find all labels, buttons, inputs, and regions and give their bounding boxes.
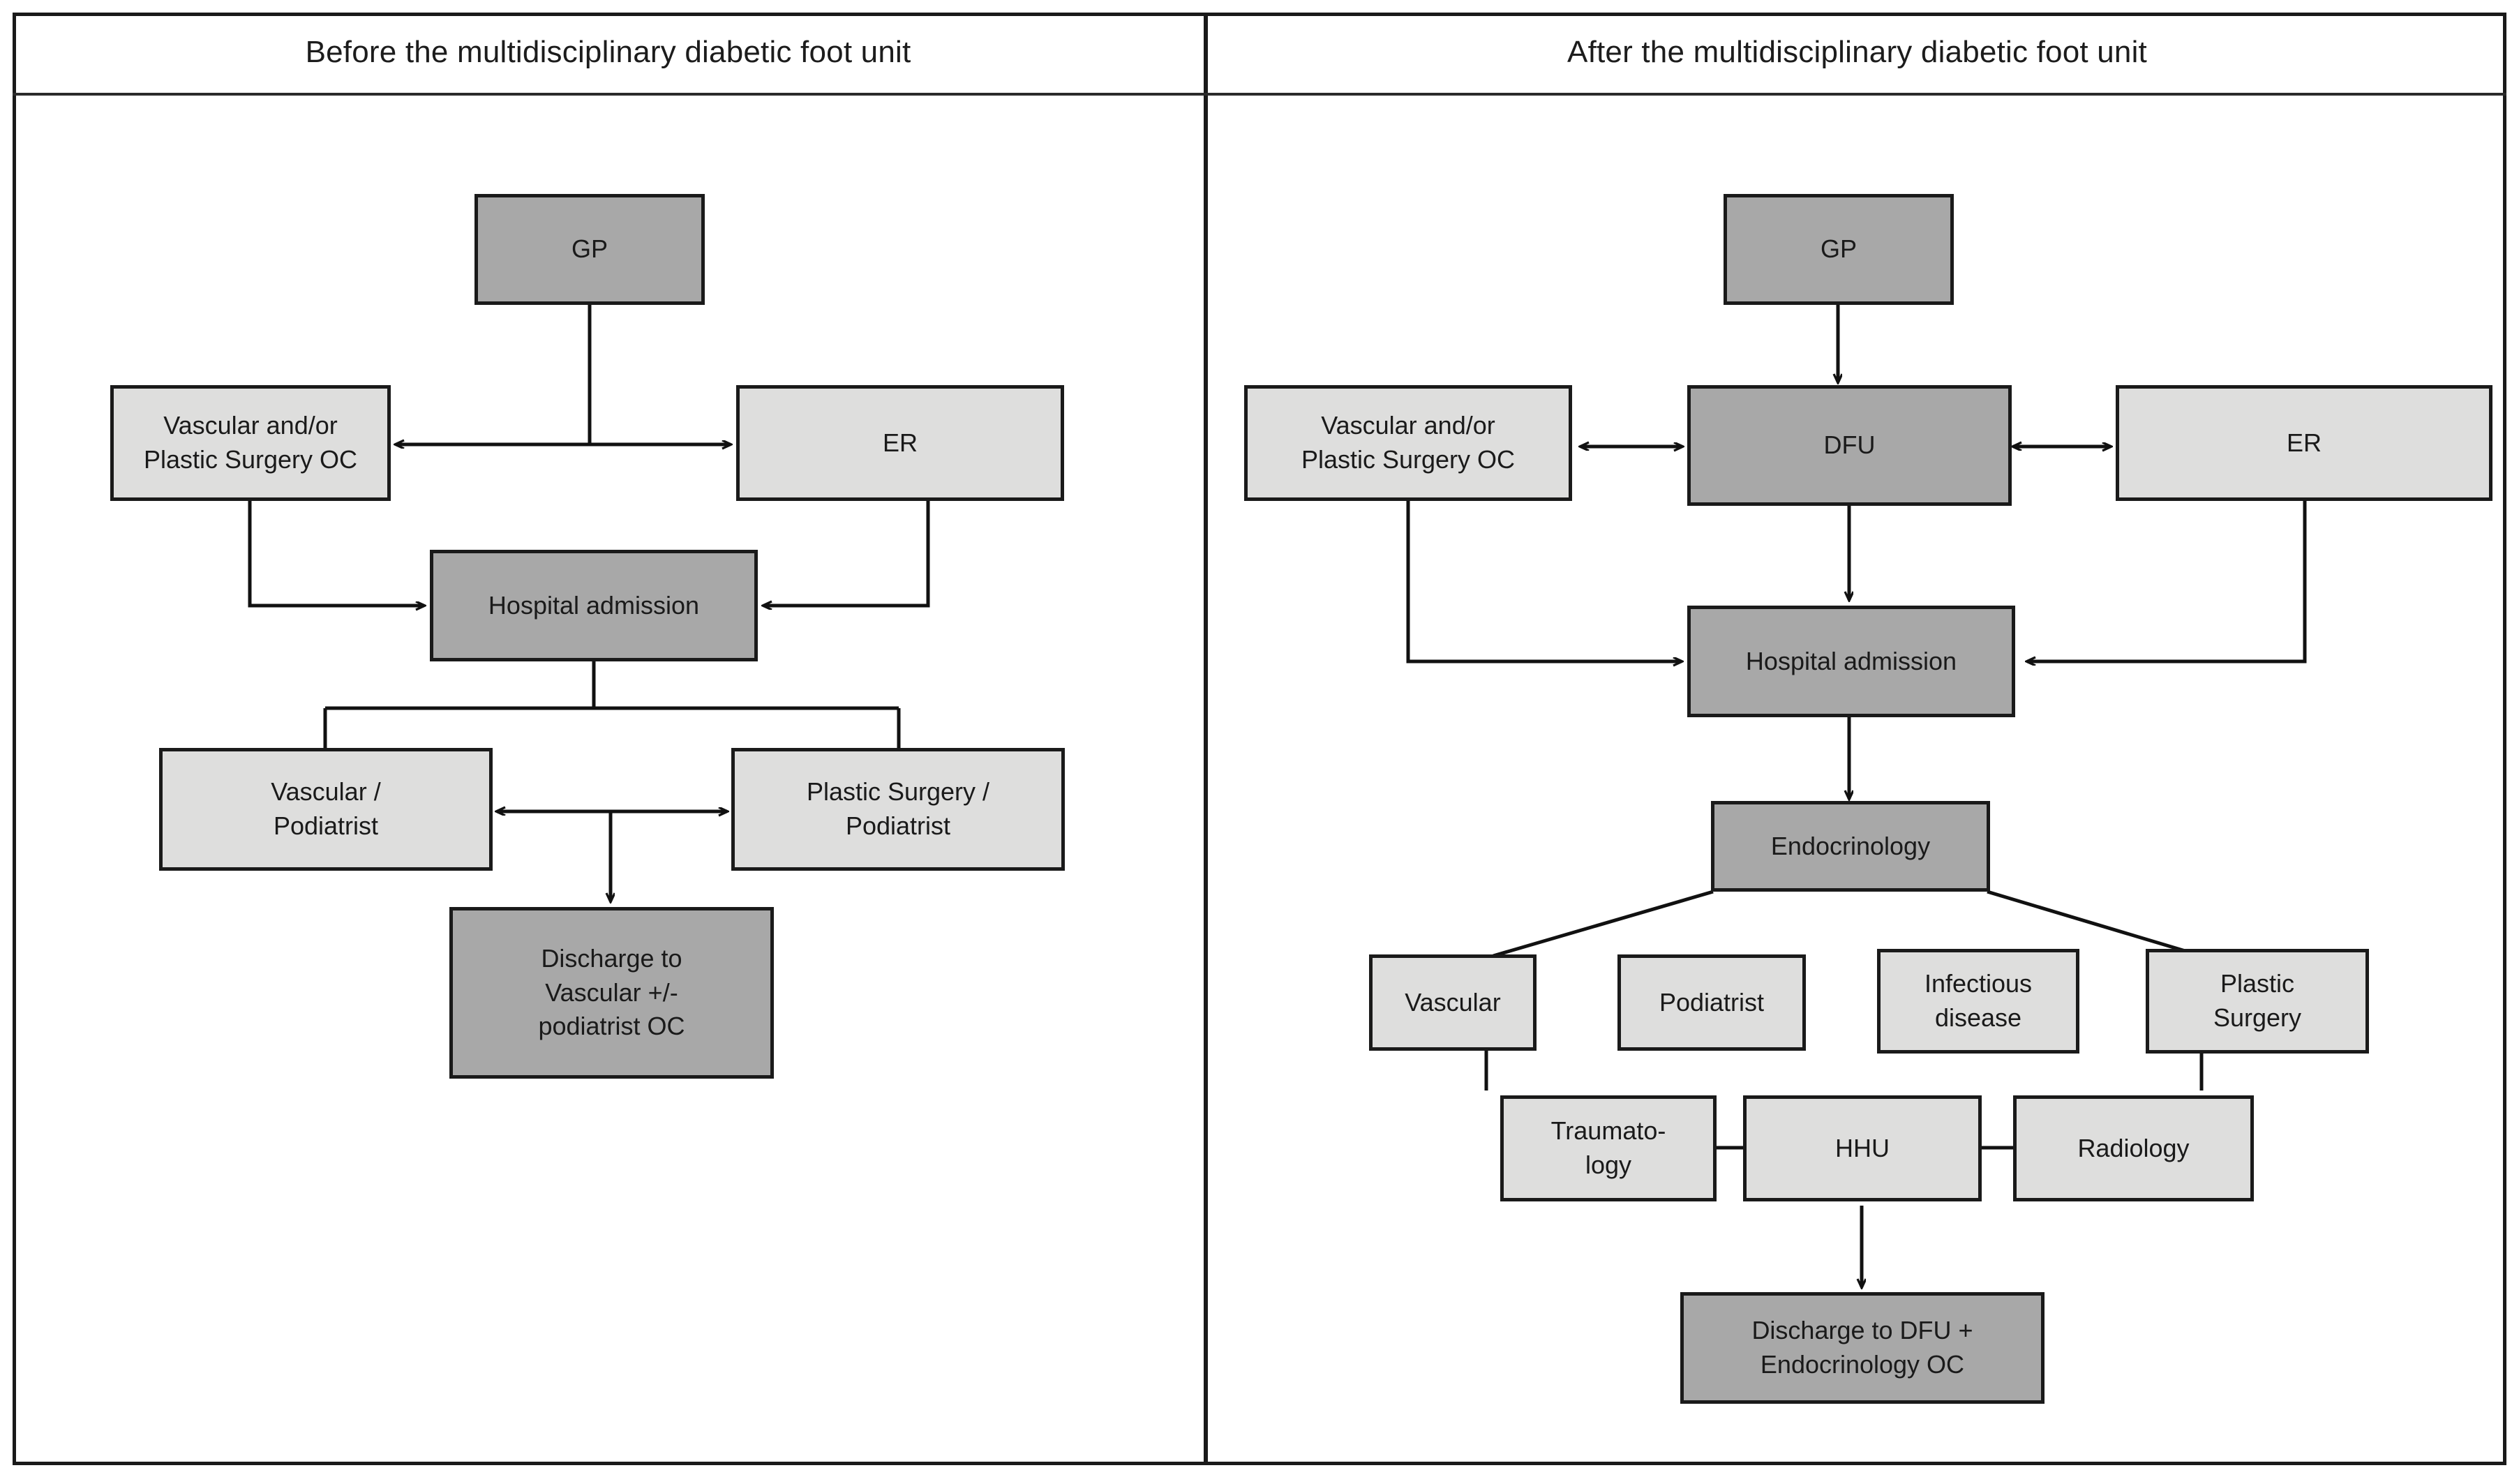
node-er[interactable]: ER [736, 385, 1064, 501]
right-header-rule [1208, 93, 2506, 96]
left-panel-title: Before the multidisciplinary diabetic fo… [305, 35, 911, 69]
node-podiatrist-label: Podiatrist [1659, 987, 1765, 1017]
figure-frame [13, 13, 2506, 1465]
node-hospital-admission-label: Hospital admission [488, 590, 700, 620]
right-panel-title: After the multidisciplinary diabetic foo… [1567, 35, 2147, 69]
node-dfu[interactable]: DFU [1687, 385, 2012, 506]
node-endocrinology[interactable]: Endocrinology [1711, 801, 1990, 892]
node-gp-after-label: GP [1820, 234, 1857, 264]
node-vascular-label: Vascular [1405, 987, 1501, 1017]
node-hospital-admission-after[interactable]: Hospital admission [1687, 606, 2015, 717]
node-vascular-podiatrist-label: Vascular /Podiatrist [271, 777, 381, 840]
node-discharge-dfu-endocrinology-oc[interactable]: Discharge to DFU +Endocrinology OC [1680, 1292, 2045, 1404]
node-vascular[interactable]: Vascular [1369, 954, 1537, 1051]
node-gp[interactable]: GP [474, 194, 705, 305]
node-discharge-dfu-endocrinology-oc-label: Discharge to DFU +Endocrinology OC [1751, 1316, 1973, 1379]
node-hospital-admission[interactable]: Hospital admission [430, 550, 758, 661]
node-traumatology-label: Traumato-logy [1550, 1116, 1666, 1179]
node-plastic-surgery-podiatrist[interactable]: Plastic Surgery /Podiatrist [731, 748, 1065, 871]
left-header-rule [13, 93, 1208, 96]
node-er-after[interactable]: ER [2116, 385, 2492, 501]
node-dfu-label: DFU [1823, 430, 1876, 460]
node-vascular-podiatrist[interactable]: Vascular /Podiatrist [159, 748, 493, 871]
node-radiology-label: Radiology [2077, 1133, 2190, 1162]
node-plastic-surgery-podiatrist-label: Plastic Surgery /Podiatrist [806, 777, 990, 840]
node-podiatrist[interactable]: Podiatrist [1617, 954, 1806, 1051]
node-er-after-label: ER [2286, 428, 2322, 457]
node-endocrinology-label: Endocrinology [1770, 831, 1931, 860]
node-gp-label: GP [571, 234, 608, 264]
node-er-label: ER [882, 428, 918, 457]
node-radiology[interactable]: Radiology [2013, 1095, 2254, 1201]
panel-divider [1204, 13, 1208, 1465]
node-hhu-label: HHU [1835, 1133, 1890, 1162]
node-hhu[interactable]: HHU [1743, 1095, 1982, 1201]
node-hospital-admission-after-label: Hospital admission [1745, 646, 1957, 675]
node-gp-after[interactable]: GP [1724, 194, 1954, 305]
node-traumatology[interactable]: Traumato-logy [1500, 1095, 1717, 1201]
